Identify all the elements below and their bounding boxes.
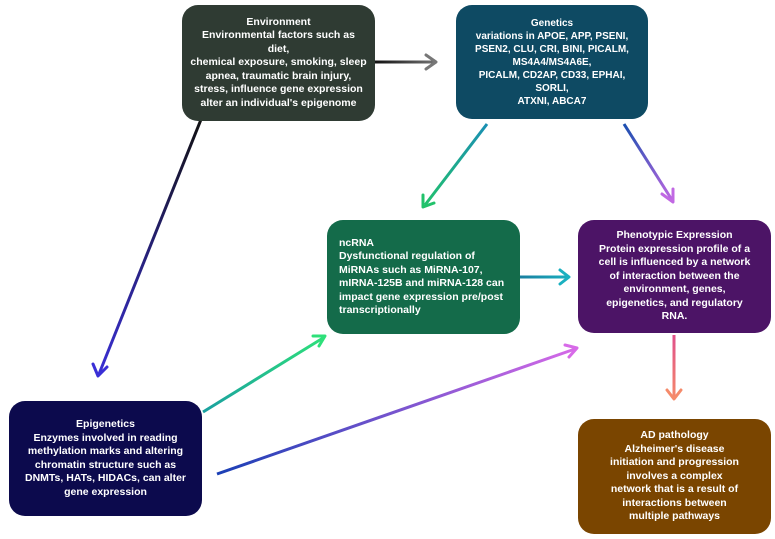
node-epigenetics: Epigenetics Enzymes involved in reading … bbox=[9, 401, 202, 516]
node-line: cell is influenced by a network bbox=[598, 256, 751, 269]
node-line: RNA. bbox=[661, 310, 688, 323]
node-line: DNMTs, HATs, HIDACs, can alter bbox=[24, 472, 187, 484]
node-line: environment, genes, bbox=[623, 283, 726, 296]
node-line: network that is a result of bbox=[610, 483, 739, 496]
node-line: gene expression bbox=[64, 485, 147, 498]
node-line: impact gene expression pre/post bbox=[339, 290, 503, 303]
node-line: alter an individual's epigenome bbox=[200, 96, 357, 109]
edge-genetics-to-phenotypic bbox=[622, 123, 675, 204]
node-line: epigenetics, and regulatory bbox=[606, 296, 743, 309]
node-title: Environment bbox=[246, 15, 311, 28]
node-line: PICALM, CD2AP, CD33, EPHAI, bbox=[478, 69, 626, 81]
node-line: PSEN2, CLU, CRI, BINI, PICALM, bbox=[475, 43, 629, 55]
node-line: chemical exposure, smoking, sleep bbox=[190, 56, 367, 69]
node-line: Enzymes involved in reading bbox=[33, 431, 178, 444]
node-line: of interaction between the bbox=[609, 269, 740, 282]
node-environment: Environment Environmental factors such a… bbox=[182, 5, 375, 121]
edge-phenotypic-to-ad bbox=[665, 335, 683, 401]
node-title: ncRNA bbox=[339, 236, 375, 249]
edge-environment-to-genetics bbox=[375, 53, 438, 71]
edge-genetics-to-ncrna bbox=[421, 123, 489, 209]
node-line: multiple pathways bbox=[628, 510, 721, 523]
node-genetics: Genetics variations in APOE, APP, PSENI,… bbox=[456, 5, 648, 119]
edge-environment-to-epigenetics bbox=[91, 116, 204, 378]
node-ncrna: ncRNA Dysfunctional regulation of MiRNAs… bbox=[327, 220, 520, 334]
node-line: ATXNI, ABCA7 bbox=[517, 95, 587, 107]
node-line: apnea, traumatic brain injury, bbox=[205, 69, 352, 82]
node-line: MS4A4/MS4A6E, bbox=[512, 56, 592, 68]
node-line: involves a complex bbox=[626, 469, 723, 482]
node-line: SORLI, bbox=[535, 82, 569, 94]
edge-epigenetics-to-phenotypic bbox=[216, 343, 579, 476]
node-line: variations in APOE, APP, PSENI, bbox=[475, 30, 629, 42]
node-line: Dysfunctional regulation of bbox=[339, 250, 475, 262]
node-title: Genetics bbox=[530, 17, 574, 29]
node-ad-pathology: AD pathology Alzheimer's disease initiat… bbox=[578, 419, 771, 534]
node-line: methylation marks and altering bbox=[27, 445, 184, 457]
node-line: Alzheimer's disease bbox=[624, 442, 725, 455]
node-title: Phenotypic Expression bbox=[616, 229, 733, 242]
node-line: Environmental factors such as diet, bbox=[202, 29, 355, 55]
node-line: chromatin structure such as bbox=[34, 458, 177, 471]
node-line: MiRNAs such as MiRNA-107, bbox=[339, 263, 483, 276]
node-line: Protein expression profile of a bbox=[598, 242, 751, 255]
node-phenotypic-expression: Phenotypic Expression Protein expression… bbox=[578, 220, 771, 333]
edge-ncrna-to-phenotypic bbox=[520, 268, 571, 286]
node-line: initiation and progression bbox=[610, 456, 739, 469]
node-line: interactions between bbox=[622, 496, 727, 509]
node-line: transcriptionally bbox=[339, 304, 421, 316]
node-line: mIRNA-125B and miRNA-128 can bbox=[339, 277, 505, 289]
node-line: stress, influence gene expression bbox=[194, 83, 363, 96]
edge-epigenetics-to-ncrna bbox=[202, 334, 327, 414]
node-title: AD pathology bbox=[640, 429, 709, 442]
node-title: Epigenetics bbox=[76, 418, 135, 430]
